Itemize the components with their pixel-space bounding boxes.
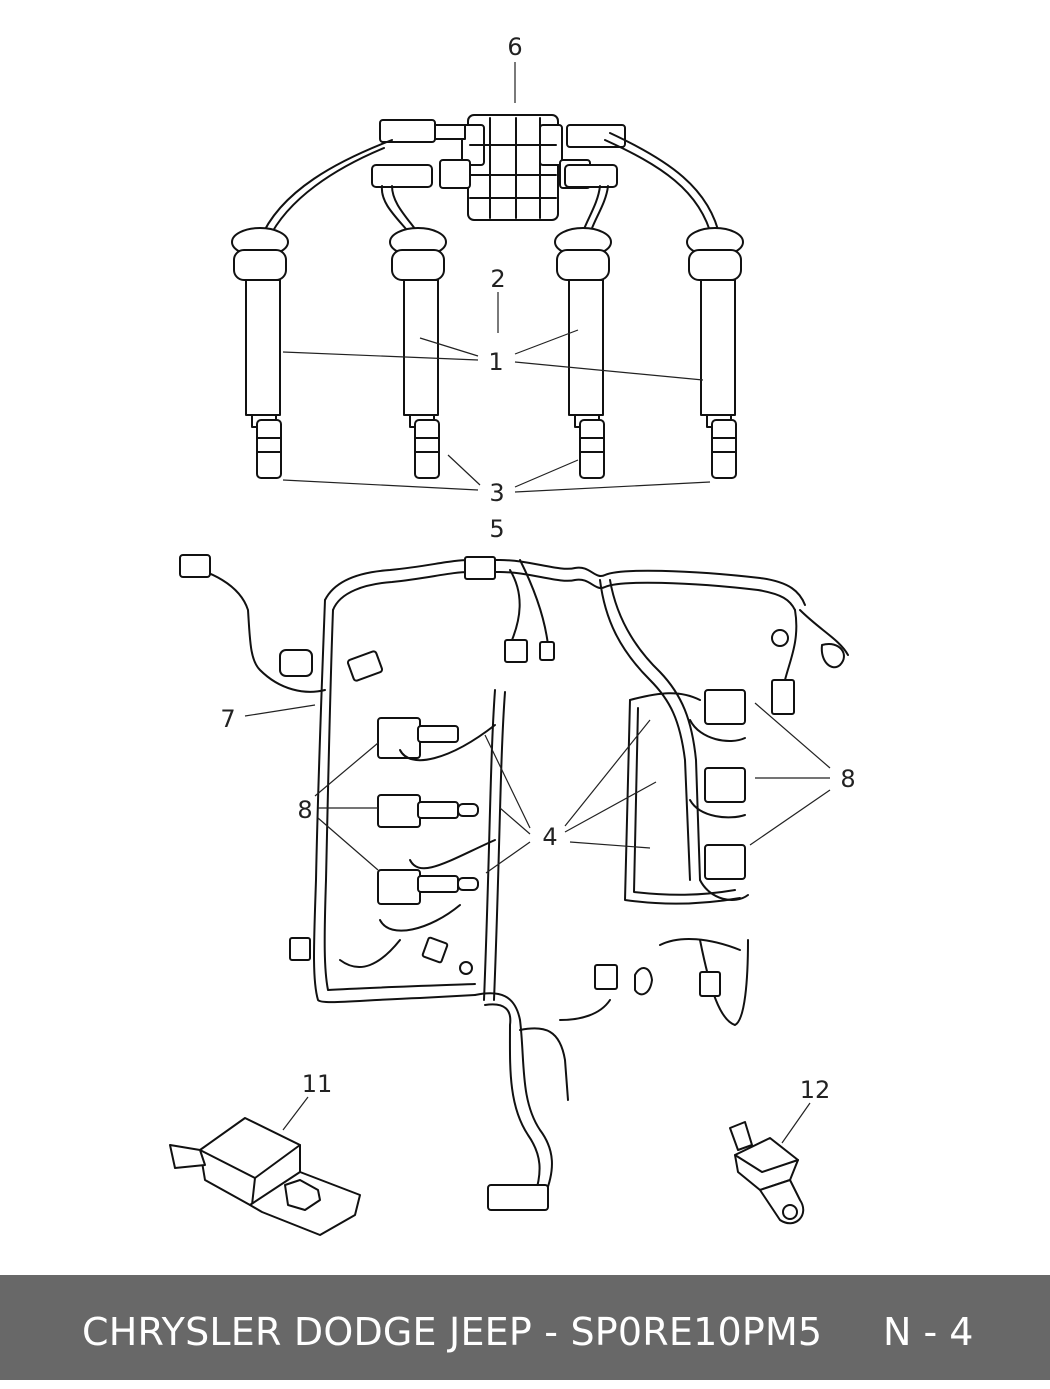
callout-8-left: 8 [297,796,312,824]
spark-plug-coils [231,132,744,479]
callout-3: 3 [489,479,504,507]
callout-7: 7 [220,705,235,733]
relay-with-bracket [169,1117,361,1236]
callout-4: 4 [542,823,557,851]
footer-bar: CHRYSLER DODGE JEEP - SP0RE10PM5 N - 4 [0,1275,1050,1380]
footer-page-number: N - 4 [883,1310,974,1354]
callout-8-right: 8 [840,765,855,793]
ignition-coil-pack [371,114,626,221]
callout-1: 1 [488,348,503,376]
footer-title: CHRYSLER DODGE JEEP - SP0RE10PM5 [82,1310,823,1354]
callout-2: 2 [490,265,505,293]
leader-lines [244,62,831,1144]
callout-labels: 6 2 1 3 5 7 8 4 8 11 12 [220,33,855,1104]
callout-5: 5 [489,515,504,543]
callout-6: 6 [507,33,522,61]
callout-12: 12 [800,1076,831,1104]
sensor-with-mounting-tab [729,1121,805,1225]
parts-diagram: 6 2 1 3 5 7 8 4 8 11 12 [169,33,856,1236]
engine-wiring-harness [179,554,849,1211]
callout-11: 11 [302,1070,333,1098]
